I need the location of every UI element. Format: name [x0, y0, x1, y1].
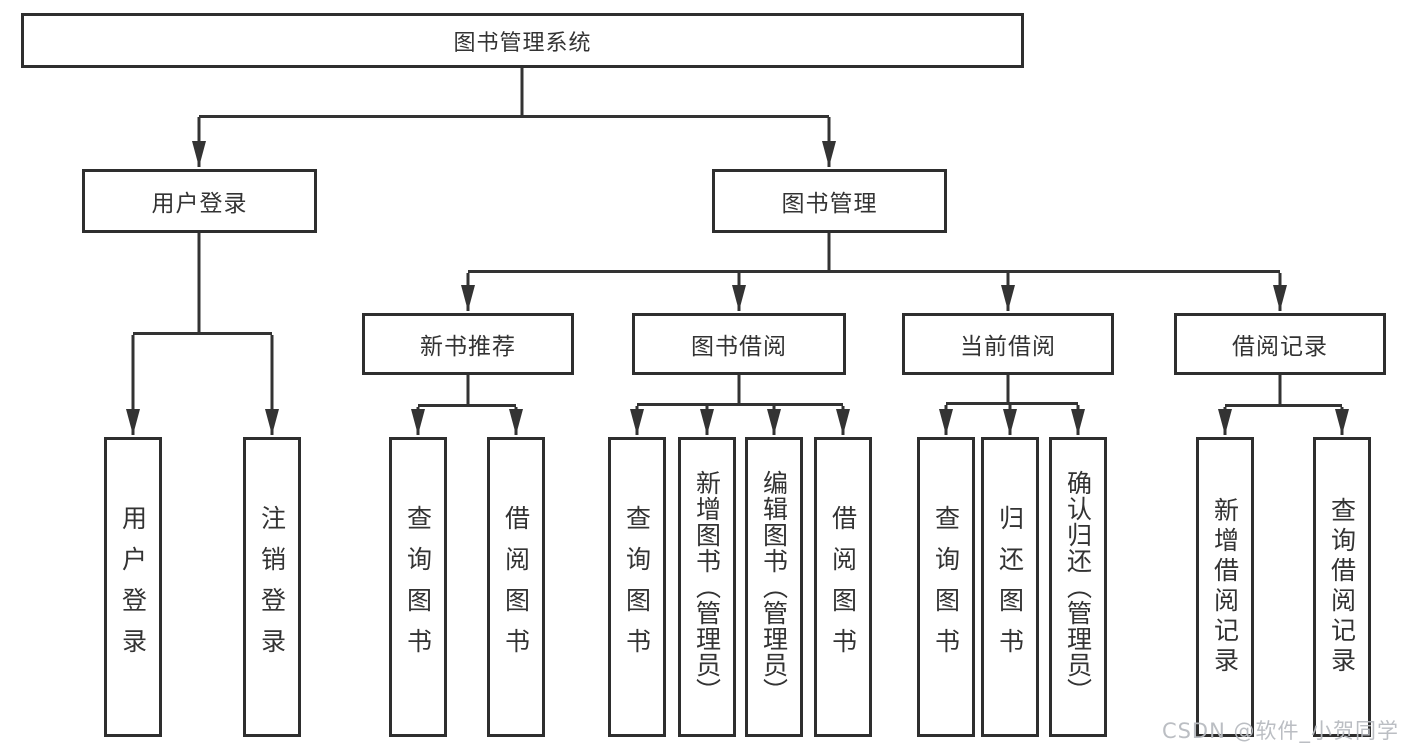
csdn-watermark: CSDN @软件_小贺同学	[1161, 719, 1399, 743]
node-book-management: 图书管理	[712, 169, 947, 233]
leaf-borrow-books-recommend: 借阅图书	[487, 437, 545, 737]
leaf-add-books-admin: 新增图书（管理员）	[678, 437, 736, 737]
leaf-borrow-books: 借阅图书	[814, 437, 872, 737]
leaf-query-books-borrow: 查询图书	[608, 437, 666, 737]
leaf-user-login: 用户登录	[104, 437, 162, 737]
leaf-logout: 注销登录	[243, 437, 301, 737]
node-new-book-recommend: 新书推荐	[362, 313, 574, 375]
node-root-system: 图书管理系统	[21, 13, 1024, 68]
node-current-borrow: 当前借阅	[902, 313, 1114, 375]
node-book-borrow: 图书借阅	[632, 313, 846, 375]
leaf-confirm-return-admin: 确认归还（管理员）	[1049, 437, 1107, 737]
leaf-query-books-recommend: 查询图书	[389, 437, 447, 737]
leaf-return-books: 归还图书	[981, 437, 1039, 737]
leaf-query-borrow-record: 查询借阅记录	[1313, 437, 1371, 737]
node-borrow-records: 借阅记录	[1174, 313, 1386, 375]
node-user-login: 用户登录	[82, 169, 317, 233]
leaf-edit-books-admin: 编辑图书（管理员）	[745, 437, 803, 737]
leaf-add-borrow-record: 新增借阅记录	[1196, 437, 1254, 737]
leaf-query-books-current: 查询图书	[917, 437, 975, 737]
